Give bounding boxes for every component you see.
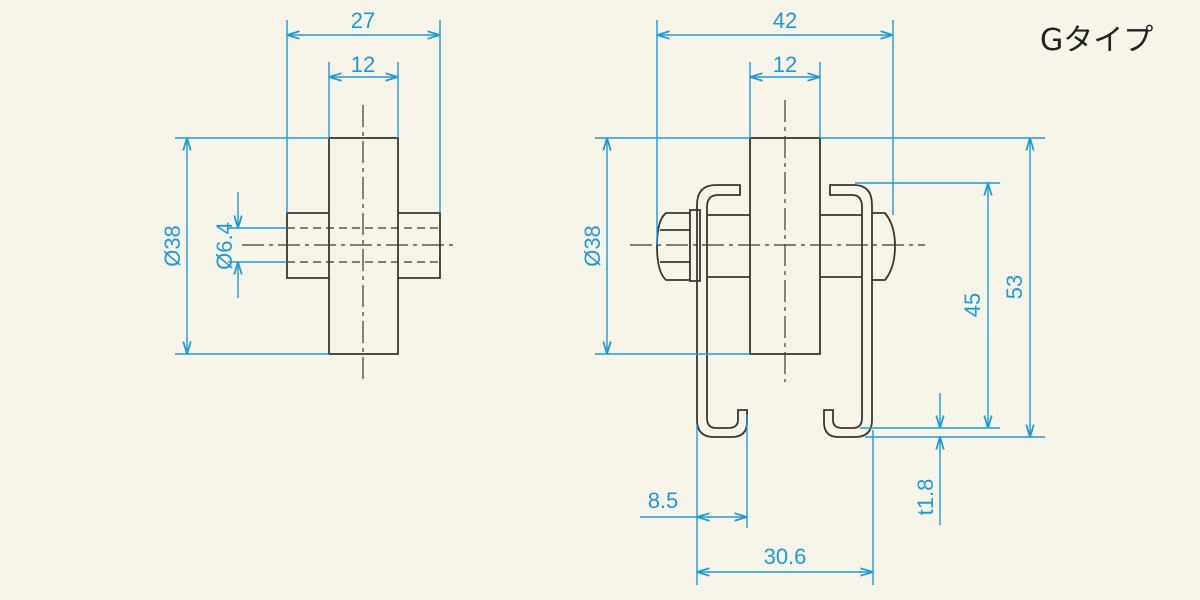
dimension-label: Ø38 (580, 225, 605, 267)
dimension-label: 27 (351, 8, 375, 33)
dimension-thickness: t1.8 (913, 393, 940, 525)
dimension-12: 12 (749, 52, 821, 138)
dimension-diameter-6-4: Ø6.4 (212, 192, 287, 298)
dimension-42: 42 (656, 8, 894, 245)
side-view: 27 12 Ø38 Ø6.4 (160, 8, 456, 382)
dimension-label: Ø6.4 (212, 222, 237, 270)
dimension-45: 45 (855, 182, 1000, 429)
dimension-30-6: 30.6 (697, 430, 874, 585)
dimension-label: 42 (773, 8, 797, 33)
dimension-label: 30.6 (764, 544, 807, 569)
channel-left (696, 184, 748, 438)
dimension-label: Ø38 (160, 225, 185, 267)
dimension-label: 8.5 (648, 488, 679, 513)
front-view: 42 12 Ø38 45 53 t1.8 (580, 8, 1045, 585)
dimension-label: 12 (351, 52, 375, 77)
dimension-label: 45 (960, 293, 985, 317)
roller-body (328, 137, 399, 355)
bolt-shank (707, 214, 862, 278)
bolt-head (872, 212, 896, 281)
nut (656, 209, 701, 282)
dimension-27: 27 (286, 8, 441, 213)
dimension-8-5: 8.5 (640, 415, 748, 585)
dimension-53: 53 (820, 137, 1045, 438)
dimension-12: 12 (328, 52, 399, 138)
title-label: Gタイプ (1040, 23, 1153, 58)
dimension-label: 12 (773, 52, 797, 77)
dimension-label: t1.8 (913, 479, 938, 516)
dimension-diameter-38: Ø38 (160, 137, 329, 355)
channel-right (823, 184, 873, 438)
dimension-diameter-38: Ø38 (580, 137, 750, 355)
dimension-label: 53 (1002, 275, 1027, 299)
